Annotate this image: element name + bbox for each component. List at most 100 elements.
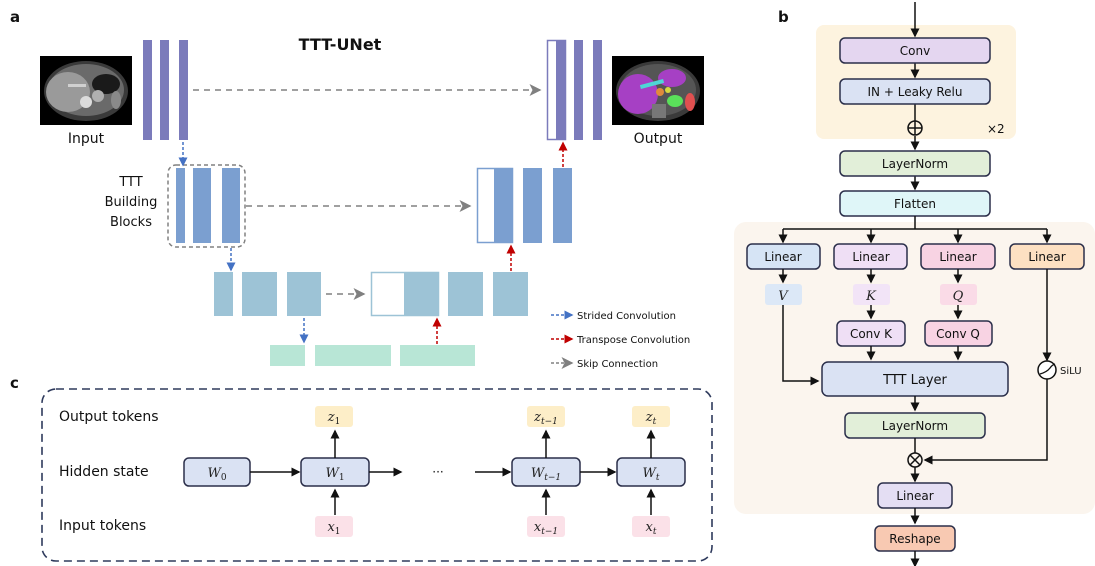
linear-out-block: Linear <box>877 482 953 509</box>
svg-text:W0: W0 <box>207 466 226 483</box>
w-label: W <box>207 466 222 481</box>
z-label: z <box>533 410 541 425</box>
panel-b-label: b <box>778 8 789 26</box>
svg-text:Wt−1: Wt−1 <box>531 466 561 483</box>
z-subscript: t <box>653 417 657 427</box>
q-token: Q <box>940 284 977 305</box>
feature-map <box>523 168 542 243</box>
feature-map <box>400 345 475 366</box>
k-label: K <box>865 289 877 304</box>
gate-arrow <box>923 379 1048 465</box>
linear-label: Linear <box>1028 250 1065 264</box>
panel-c: c Output tokens Hidden state Input token… <box>10 374 713 562</box>
in-leaky-relu-block: IN + Leaky Relu <box>839 78 991 105</box>
feature-map <box>193 168 211 243</box>
panel-a: a TTT-UNet Input <box>10 8 704 370</box>
layernorm-label: LayerNorm <box>882 419 948 433</box>
panel-b: b Conv IN + Leaky Relu ×2 LayerNorm <box>734 2 1095 566</box>
input-token-x1: x1 <box>315 516 353 537</box>
flatten-block: Flatten <box>839 190 991 217</box>
z-label: z <box>327 410 335 425</box>
x-label: x <box>327 520 335 535</box>
feature-map <box>179 40 188 140</box>
decoder-level-1 <box>546 39 602 141</box>
legend-label-strided: Strided Convolution <box>577 311 676 322</box>
residual-add-icon <box>907 120 923 136</box>
in-leaky-relu-label: IN + Leaky Relu <box>868 85 963 99</box>
svg-text:W1: W1 <box>325 466 344 483</box>
feature-map <box>494 168 513 243</box>
encoder-level-2 <box>176 168 240 243</box>
svg-text:zt: zt <box>645 410 657 427</box>
linear-q-block: Linear <box>920 243 996 270</box>
q-label: Q <box>953 289 964 304</box>
feature-map <box>176 168 185 243</box>
linear-gate-block: Linear <box>1009 243 1085 270</box>
legend-label-skip: Skip Connection <box>577 359 658 370</box>
legend: Strided Convolution Transpose Convolutio… <box>551 310 690 370</box>
conv-k-label: Conv K <box>850 327 893 341</box>
k-token: K <box>853 284 890 305</box>
feature-map <box>574 40 583 140</box>
w-subscript: 1 <box>339 473 345 483</box>
panel-c-label: c <box>10 374 19 392</box>
x-subscript: t−1 <box>541 527 558 537</box>
output-token-zt: zt <box>632 406 670 427</box>
panel-a-label: a <box>10 8 20 26</box>
reshape-label: Reshape <box>889 532 940 546</box>
input-token-xt: xt <box>632 516 670 537</box>
conv-k-block: Conv K <box>836 320 906 347</box>
diagram-title: TTT-UNet <box>299 35 382 54</box>
hidden-state-w1: W1 <box>300 457 370 487</box>
building-block-label-line2: Building <box>105 195 158 210</box>
feature-map <box>404 272 439 316</box>
linear-label: Linear <box>896 489 933 503</box>
v-label: V <box>778 289 789 304</box>
svg-text:zt−1: zt−1 <box>533 410 558 427</box>
output-token-zt-1: zt−1 <box>527 406 565 427</box>
row-label-hidden-state: Hidden state <box>59 464 149 480</box>
linear-label: Linear <box>764 250 801 264</box>
linear-k-block: Linear <box>833 243 908 270</box>
x-label: x <box>646 520 654 535</box>
building-block-label-line1: TTT <box>118 175 142 190</box>
hidden-state-wt: Wt <box>616 457 686 487</box>
x-subscript: 1 <box>335 527 341 537</box>
x-label: x <box>534 520 542 535</box>
output-token-z1: z1 <box>315 406 353 427</box>
feature-map <box>448 272 483 316</box>
z-subscript: 1 <box>335 417 341 427</box>
input-token-xt-1: xt−1 <box>527 516 565 537</box>
row-label-output-tokens: Output tokens <box>59 409 159 425</box>
decoder-level-3 <box>370 271 528 317</box>
feature-map <box>160 40 169 140</box>
svg-text:x1: x1 <box>327 520 340 537</box>
conv-block: Conv <box>839 37 991 64</box>
flatten-label: Flatten <box>894 197 936 211</box>
svg-text:z1: z1 <box>327 410 341 427</box>
w-subscript: 0 <box>221 473 227 483</box>
conv-q-block: Conv Q <box>924 320 993 347</box>
feature-map <box>556 40 566 140</box>
ttt-sequence-box <box>41 388 713 562</box>
reshape-block: Reshape <box>874 525 956 552</box>
input-label: Input <box>68 131 105 147</box>
layernorm-block-2: LayerNorm <box>844 412 986 439</box>
v-token: V <box>765 284 802 305</box>
x-subscript: t <box>653 527 657 537</box>
linear-label: Linear <box>852 250 889 264</box>
output-label: Output <box>634 131 683 147</box>
z-label: z <box>645 410 653 425</box>
v-to-ttt-arrow <box>782 305 820 386</box>
svg-text:Wt: Wt <box>643 466 660 483</box>
feature-map <box>242 272 277 316</box>
w-label: W <box>643 466 658 481</box>
ttt-layer-label: TTT Layer <box>882 373 947 388</box>
feature-map <box>143 40 152 140</box>
silu-icon <box>1037 360 1057 380</box>
w-subscript: t <box>656 473 660 483</box>
repeat-label: ×2 <box>987 122 1005 136</box>
layernorm-block-1: LayerNorm <box>839 150 991 177</box>
silu-label: SiLU <box>1060 366 1082 377</box>
